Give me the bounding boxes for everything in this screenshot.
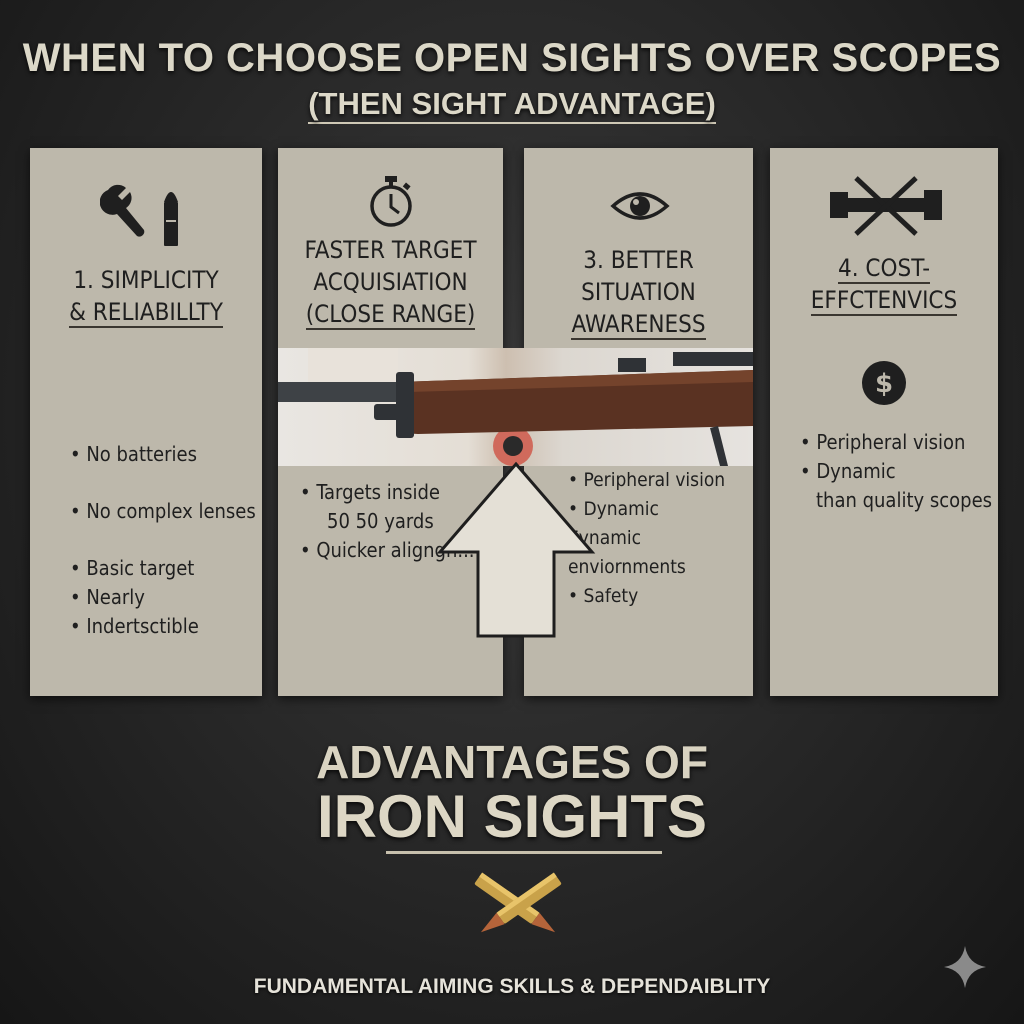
banner-line1: ADVANTAGES OF: [316, 736, 708, 788]
panel-heading: 4. COST-EFFCTENVICS: [810, 254, 958, 316]
panel-heading: FASTER TARGET ACQUISIATION (CLOSE RANGE): [304, 236, 477, 330]
bullet-item: Targets inside: [300, 478, 475, 507]
svg-text:$: $: [875, 369, 893, 399]
crossed-out-scope-icon: [830, 176, 942, 236]
eye-icon: [610, 192, 670, 220]
bullet-list: No batteries No complex lenses Basic tar…: [70, 440, 256, 641]
bullet-item: Dynamic: [800, 457, 992, 486]
page-title: WHEN TO CHOOSE OPEN SIGHTS OVER SCOPES: [22, 36, 1002, 80]
banner-line2: IRON SIGHTS: [316, 783, 708, 850]
page-subtitle: (THEN SIGHT ADVANTAGE): [0, 86, 1024, 124]
bullet-item: Indertsctible: [70, 612, 256, 641]
bullet-item: Peripheral vision: [568, 466, 753, 495]
dollar-icon: $: [862, 361, 906, 405]
rifle-photo: [278, 348, 753, 466]
bullet-item: No batteries: [70, 440, 256, 469]
wrench-and-bullet-icon: [100, 184, 178, 246]
bullet-item: Peripheral vision: [800, 428, 992, 457]
bullet-item: No complex lenses: [70, 497, 255, 526]
banner-divider: [386, 851, 662, 854]
bullet-item: 50 50 yards: [327, 509, 434, 533]
panel-heading: 3. BETTER SITUATION AWARENESS: [571, 246, 706, 340]
bullet-item: Safety: [568, 582, 753, 611]
panel-cost-effectiveness: 4. COST-EFFCTENVICS $ Peripheral vision …: [770, 148, 998, 696]
panel-simplicity: 1. SIMPLICITY & RELIABILLTY No batteries…: [30, 148, 262, 696]
sparkle-icon: [944, 946, 986, 988]
crossed-bullets-icon: [474, 872, 562, 933]
bullet-list: Peripheral vision Dynamic than quality s…: [800, 428, 992, 515]
stopwatch-icon: [370, 176, 412, 227]
bullet-item: than quality scopes: [816, 488, 993, 512]
rifle-illustration: [278, 348, 753, 466]
bullet-item: Dynamic: [568, 495, 753, 524]
panel-heading: 1. SIMPLICITY & RELIABILLTY: [69, 266, 223, 328]
bullet-item: Nearly: [70, 583, 256, 612]
up-arrow-icon: [436, 461, 596, 638]
footer-tagline: FUNDAMENTAL AIMING SKILLS & DEPENDAIBLIT…: [253, 975, 771, 998]
bullet-item: Basic target: [70, 554, 256, 583]
